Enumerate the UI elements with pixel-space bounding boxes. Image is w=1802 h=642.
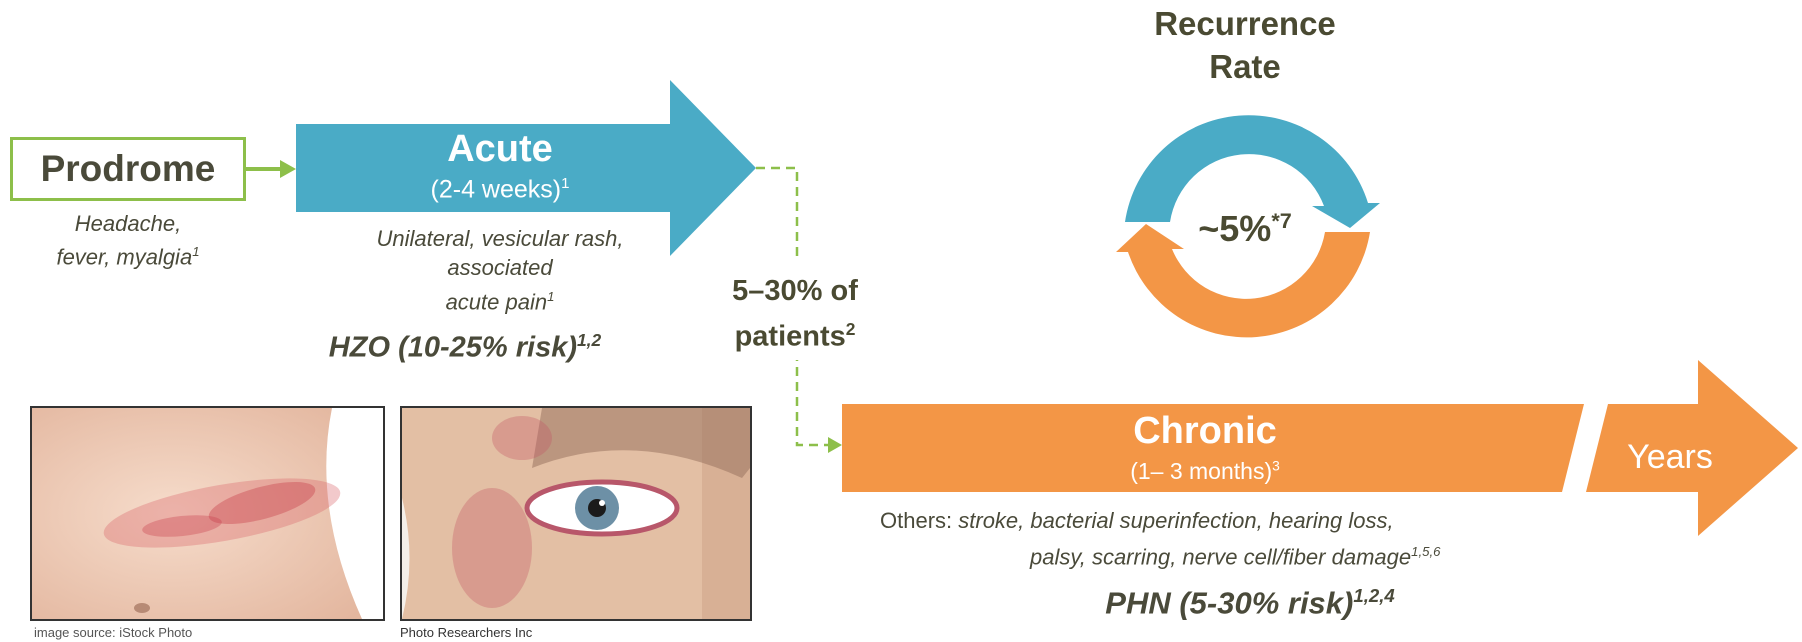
- hzo-risk-label: HZO (10-25% risk)1,2: [300, 330, 630, 365]
- photo-credit-right: Photo Researchers Inc: [400, 625, 532, 640]
- acute-subtitle: (2-4 weeks)1: [300, 175, 700, 204]
- prodrome-description: Headache, fever, myalgia1: [10, 210, 246, 271]
- chronic-duration-ref: 3: [1272, 458, 1280, 473]
- prodrome-desc-ref: 1: [192, 244, 199, 259]
- eye-photo-art: [402, 408, 750, 619]
- acute-desc-line2: associated: [447, 255, 552, 280]
- prodrome-desc-line2: fever, myalgia: [56, 244, 192, 269]
- phn-ref: 1,2,4: [1353, 585, 1394, 606]
- acute-desc-line3: acute pain: [446, 289, 548, 314]
- patients-percentage-label: 5–30% of patients2: [715, 272, 875, 356]
- prodrome-desc-line1: Headache,: [75, 211, 181, 236]
- photo-credit-left: image source: iStock Photo: [34, 625, 192, 640]
- acute-duration-ref: 1: [561, 175, 569, 192]
- recurrence-title-line2: Rate: [1209, 48, 1281, 85]
- patients-line2: patients: [735, 321, 846, 353]
- others-line2: palsy, scarring, nerve cell/fiber damage: [1030, 544, 1411, 569]
- patients-ref: 2: [846, 319, 856, 339]
- recurrence-value: ~5%*7: [1160, 208, 1330, 250]
- phn-risk-label: PHN (5-30% risk)1,2,4: [1040, 585, 1460, 621]
- chronic-duration: (1– 3 months): [1130, 458, 1272, 484]
- acute-duration: (2-4 weeks): [431, 175, 562, 203]
- acute-desc-ref: 1: [547, 289, 554, 304]
- others-ref: 1,5,6: [1411, 544, 1440, 559]
- chronic-title: Chronic: [860, 410, 1550, 453]
- hzo-text: HZO (10-25% risk): [329, 332, 577, 364]
- phn-text: PHN (5-30% risk): [1105, 585, 1353, 620]
- others-line1: stroke, bacterial superinfection, hearin…: [958, 508, 1393, 533]
- acute-desc-line1: Unilateral, vesicular rash,: [377, 226, 624, 251]
- others-prefix: Others:: [880, 508, 958, 533]
- chronic-subtitle: (1– 3 months)3: [860, 458, 1550, 485]
- recurrence-title-line1: Recurrence: [1154, 5, 1336, 42]
- prodrome-box: Prodrome: [10, 137, 246, 201]
- eye-photo: [400, 406, 752, 621]
- prodrome-title: Prodrome: [41, 148, 216, 190]
- rash-photo: [30, 406, 385, 621]
- prodrome-connector-head: [280, 160, 296, 178]
- recurrence-ref: *7: [1271, 208, 1291, 233]
- acute-description: Unilateral, vesicular rash, associated a…: [340, 224, 660, 316]
- patients-line1: 5–30% of: [732, 275, 858, 307]
- hzo-ref: 1,2: [577, 330, 601, 350]
- rash-photo-art: [32, 408, 383, 619]
- acute-title: Acute: [300, 128, 700, 171]
- dashed-connector-head: [828, 437, 842, 453]
- recurrence-title: Recurrence Rate: [1090, 2, 1400, 88]
- recurrence-percent: ~5%: [1198, 208, 1271, 249]
- other-complications: Others: stroke, bacterial superinfection…: [880, 505, 1620, 572]
- years-label: Years: [1600, 438, 1740, 477]
